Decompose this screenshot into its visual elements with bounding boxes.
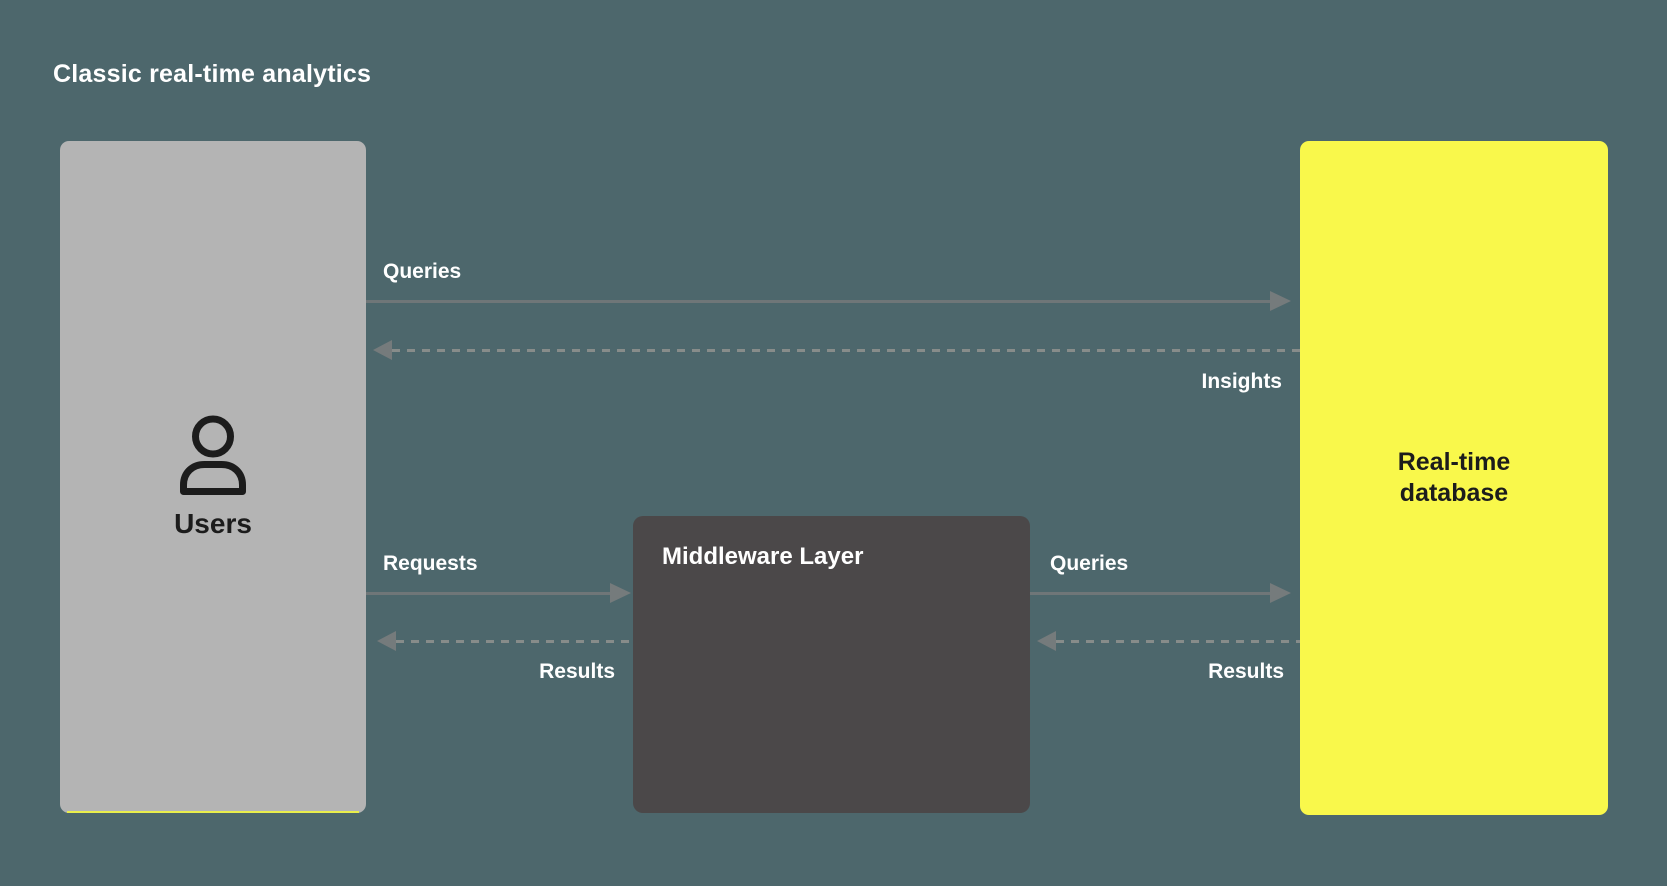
arrow-queries-right-line <box>1030 592 1272 595</box>
arrow-results-left-line <box>396 640 633 643</box>
arrow-insights-line <box>392 349 1300 352</box>
arrow-results-right-label: Results <box>1208 660 1284 683</box>
arrow-queries-top-head-icon <box>1270 291 1291 311</box>
person-icon <box>180 415 246 495</box>
arrow-queries-right-label: Queries <box>1050 552 1129 575</box>
database-node: Real-time database <box>1300 141 1608 815</box>
database-node-label: Real-time database <box>1397 448 1511 507</box>
arrow-results-right-line <box>1056 640 1300 643</box>
users-node: Users <box>60 141 366 813</box>
middleware-node-label: Middleware Layer <box>662 543 864 570</box>
arrow-queries-top-line <box>366 300 1272 303</box>
arrow-requests-label: Requests <box>383 552 478 575</box>
users-node-label: Users <box>174 507 252 539</box>
arrow-insights-label: Insights <box>1201 370 1282 393</box>
arrow-insights-head-icon <box>373 340 392 360</box>
arrow-queries-right-head-icon <box>1270 583 1291 603</box>
arrow-requests-head-icon <box>610 583 631 603</box>
arrow-queries-top-label: Queries <box>383 260 462 283</box>
arrow-results-left-head-icon <box>377 631 396 651</box>
diagram-title: Classic real-time analytics <box>53 60 372 88</box>
arrow-requests-line <box>366 592 612 595</box>
arrow-results-left-label: Results <box>539 660 615 683</box>
arrow-results-right-head-icon <box>1037 631 1056 651</box>
middleware-node: Middleware Layer <box>633 516 1030 813</box>
